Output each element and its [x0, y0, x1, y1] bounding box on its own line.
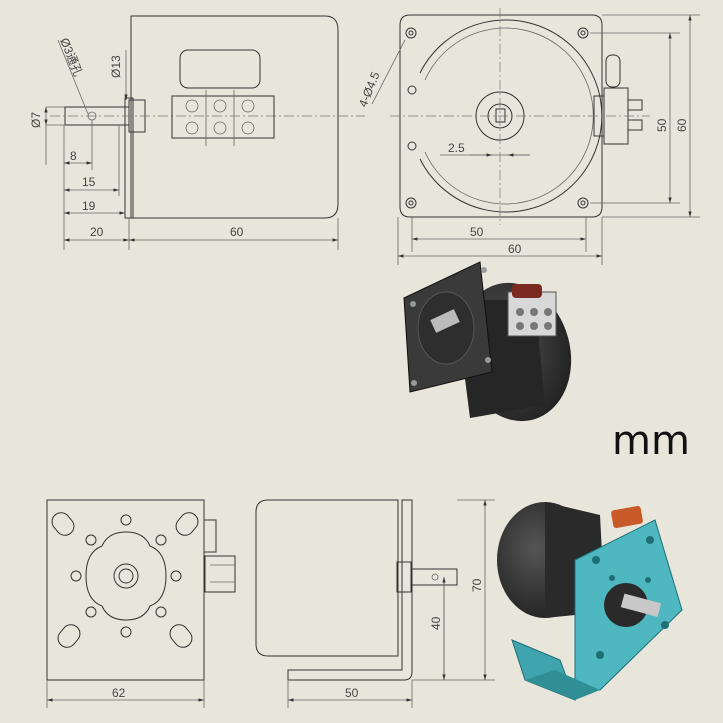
dim-flat: 2.5 — [448, 141, 465, 155]
side-view: 60 20 19 15 8 Ø7 Ø13 Ø3通孔 — [29, 15, 365, 250]
connector-cap — [179, 49, 261, 89]
dim-19: 19 — [82, 199, 96, 213]
dim-front-50h: 50 — [655, 118, 669, 132]
side-shaft — [410, 568, 458, 586]
motor-body-outline — [130, 15, 339, 219]
dim-front-60: 60 — [508, 242, 522, 256]
terminal-block — [171, 95, 275, 139]
dim-shaft-dia: Ø7 — [29, 112, 43, 128]
label-mount-holes: 4-Ø4.5 — [356, 70, 383, 110]
dim-front-50: 50 — [470, 225, 484, 239]
flange-outline — [399, 14, 603, 218]
dim-bracket-width: 62 — [112, 686, 126, 700]
dim-bracket-depth: 50 — [345, 686, 359, 700]
connector-side — [605, 54, 621, 88]
units-label: mm — [612, 418, 690, 464]
terminal-screws — [185, 90, 255, 146]
bearing-flange — [85, 531, 167, 621]
dim-boss-dia: Ø13 — [109, 55, 123, 78]
dim-shaft-height: 40 — [429, 616, 443, 630]
dim-shaft-length: 20 — [90, 225, 104, 239]
motor-side-outline — [255, 499, 399, 657]
shaft-flat — [495, 108, 506, 123]
dim-front-60h: 60 — [675, 118, 689, 132]
bracket-front-view: 62 — [46, 499, 236, 708]
bracket-side-view: 50 40 70 — [255, 499, 495, 708]
dim-body-length: 60 — [230, 225, 244, 239]
dim-bracket-height: 70 — [470, 578, 484, 592]
label-through-hole: Ø3通孔 — [57, 36, 85, 78]
dim-15: 15 — [82, 175, 96, 189]
dim-8: 8 — [70, 149, 77, 163]
front-view: 50 60 2.5 50 60 4-Ø4.5 — [356, 8, 700, 265]
bracket-slots — [51, 512, 199, 648]
motor-bracket-3d-render — [497, 502, 683, 701]
mount-holes — [405, 27, 589, 209]
bracket-holes — [70, 514, 182, 638]
bracket-plate — [46, 499, 205, 681]
motor-3d-render — [403, 261, 572, 422]
bracket-l-profile — [287, 499, 413, 681]
